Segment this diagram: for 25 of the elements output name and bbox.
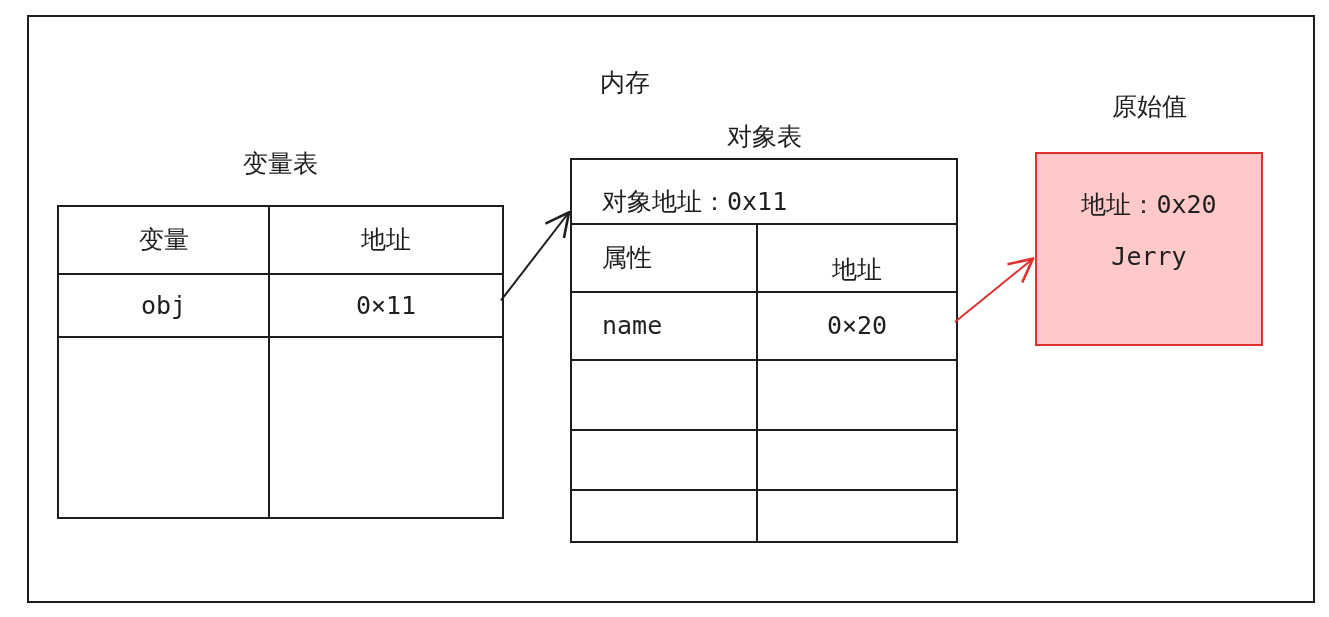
- table-heading: 对象表: [725, 121, 803, 153]
- table-cell: [570, 158, 958, 225]
- value-text: 地址：0x20: [1080, 189, 1218, 221]
- cell-text: 0×11: [355, 290, 417, 321]
- table-cell: [57, 336, 270, 519]
- table-cell: [756, 489, 958, 543]
- arrow: [500, 210, 571, 302]
- table-heading: 变量表: [242, 148, 319, 180]
- cell-text: 对象地址：0x11: [602, 187, 788, 217]
- cell-text: 变量: [138, 225, 189, 255]
- table-cell: [268, 205, 504, 275]
- cell-text: obj: [140, 290, 187, 321]
- cell-text: 属性: [602, 243, 652, 273]
- box-heading: 原始值: [1110, 91, 1188, 123]
- memory-frame: [27, 15, 1315, 603]
- cell-text: name: [602, 311, 663, 341]
- cell-text: 0×20: [826, 311, 888, 341]
- value-text: Jerry: [1110, 242, 1188, 271]
- table-cell: [268, 336, 504, 519]
- frame-title: 内存: [600, 67, 650, 99]
- table-cell: [57, 205, 270, 275]
- arrow: [954, 257, 1035, 323]
- cell-text: 地址: [361, 225, 411, 255]
- table-cell: [570, 489, 758, 543]
- cell-text: 地址: [832, 255, 882, 285]
